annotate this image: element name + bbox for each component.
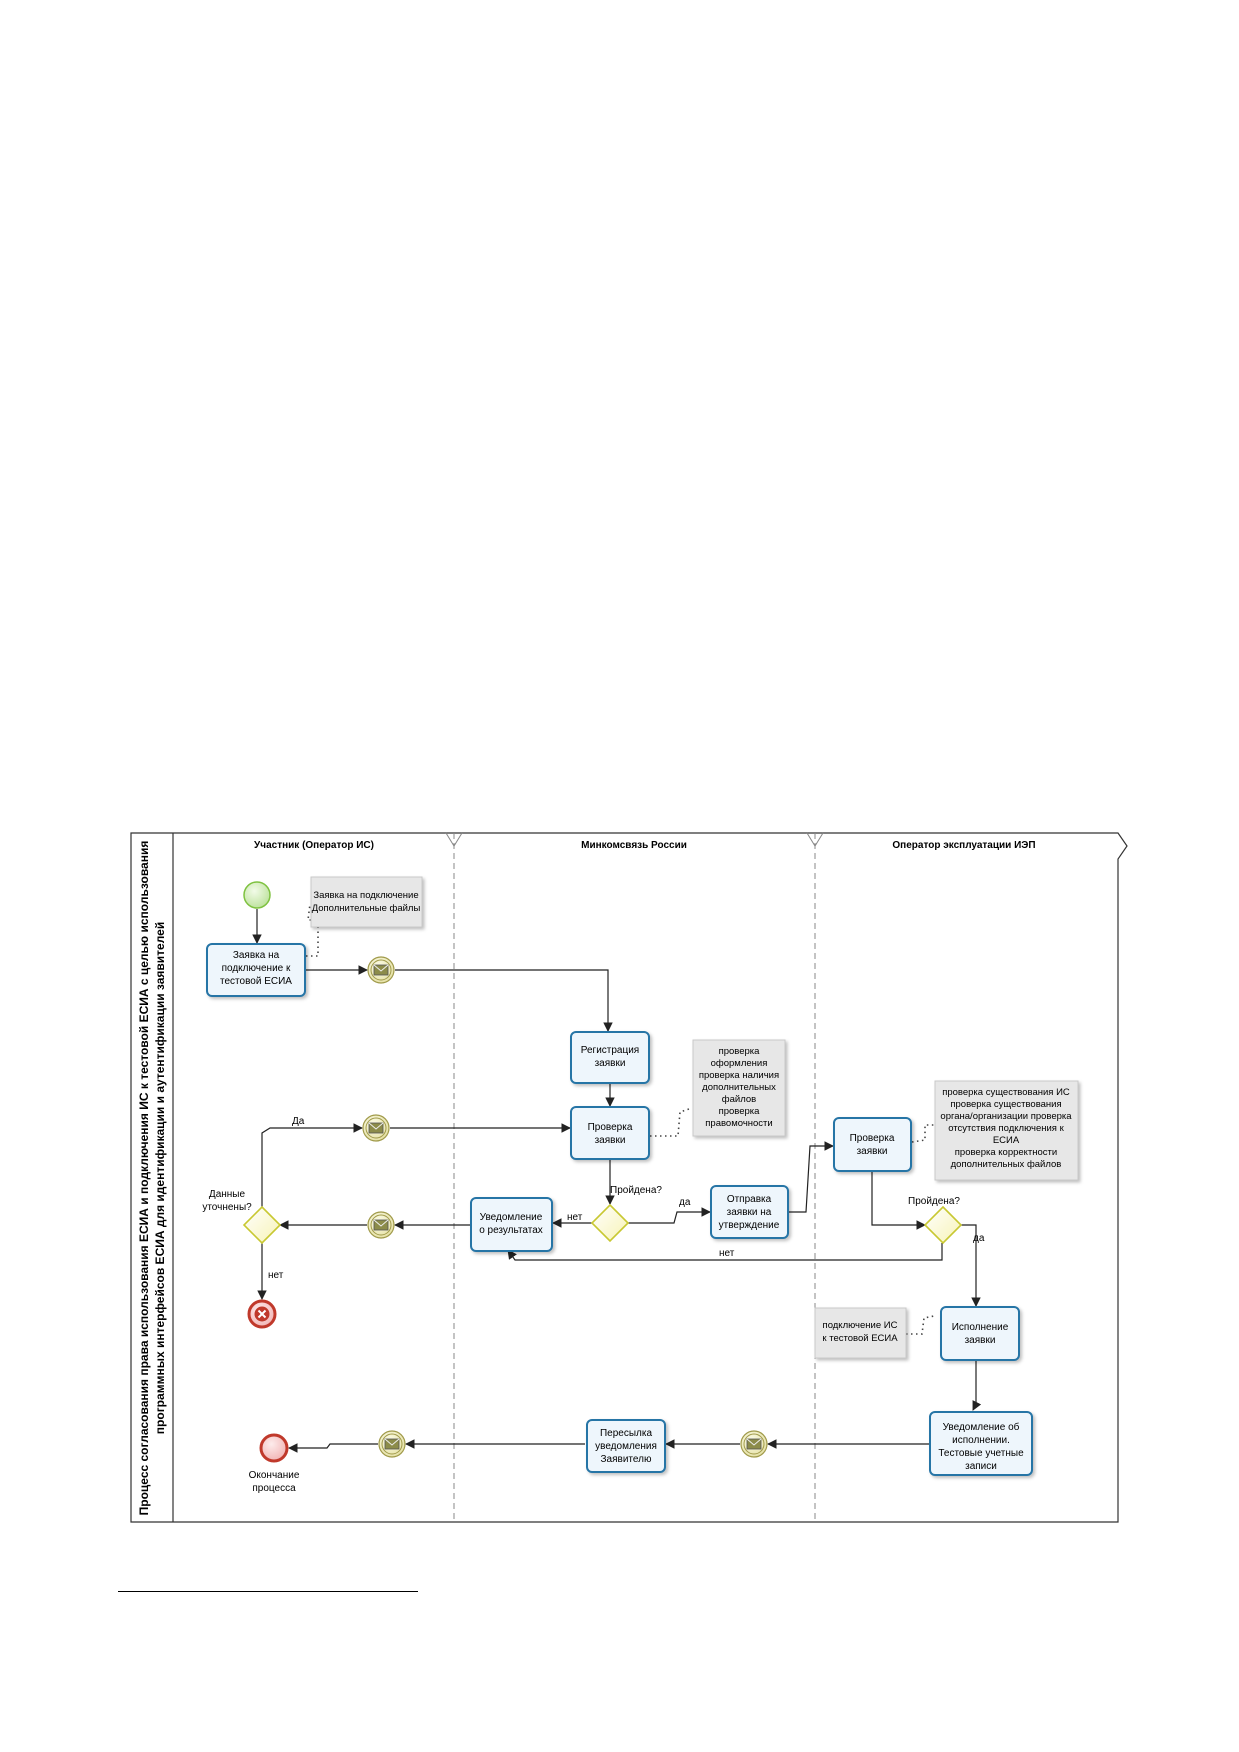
sequence-flows [252, 909, 982, 1453]
svg-text:дополнительных: дополнительных [702, 1082, 776, 1093]
flow-label-no-operator: нет [719, 1248, 735, 1259]
svg-text:дополнительных файлов: дополнительных файлов [951, 1159, 1062, 1170]
svg-text:Уведомление об: Уведомление об [943, 1421, 1020, 1433]
message-event[interactable] [367, 956, 395, 984]
gateway-label-passed-ministry: Пройдена? [610, 1185, 662, 1196]
svg-text:уведомления: уведомления [595, 1441, 657, 1452]
svg-text:ЕСИА: ЕСИА [993, 1135, 1020, 1146]
envelope-icon [373, 1219, 389, 1231]
svg-text:записи: записи [965, 1461, 997, 1472]
task-send-approval[interactable]: Отправка заявки на утверждение [710, 1185, 789, 1239]
svg-text:Проверка: Проверка [588, 1122, 633, 1133]
svg-text:заявки: заявки [595, 1058, 626, 1069]
svg-text:проверка наличия: проверка наличия [699, 1070, 779, 1081]
flow-label-no-ministry: нет [567, 1212, 583, 1223]
pool-title-line-2: программных интерфейсов ЕСИА для идентиф… [153, 922, 167, 1434]
svg-text:Заявка на подключение: Заявка на подключение [313, 890, 418, 901]
message-event[interactable] [367, 1211, 395, 1239]
message-event[interactable] [378, 1430, 406, 1458]
task-forward-notification[interactable]: Пересылка уведомления Заявителю [586, 1419, 666, 1473]
svg-text:Заявка на: Заявка на [233, 950, 280, 961]
gateway-data-clarified[interactable] [242, 1205, 282, 1245]
svg-text:органа/организации проверка: органа/организации проверка [940, 1111, 1072, 1122]
envelope-icon [368, 1122, 384, 1134]
svg-text:Пересылка: Пересылка [600, 1428, 652, 1439]
task-check-request-operator[interactable]: Проверка заявки [833, 1117, 912, 1172]
svg-text:проверка корректности: проверка корректности [955, 1147, 1057, 1158]
task-check-request-ministry[interactable]: Проверка заявки [570, 1106, 650, 1160]
svg-text:оформления: оформления [711, 1058, 768, 1069]
gateway-label-line-1: Данные [209, 1189, 246, 1200]
start-event[interactable] [243, 881, 271, 909]
svg-text:файлов: файлов [722, 1094, 756, 1105]
annotation-request-files: Заявка на подключение Дополнительные фай… [310, 876, 423, 928]
flow-label-yes-operator: да [973, 1233, 985, 1244]
association-line [906, 1315, 935, 1335]
svg-text:правомочности: правомочности [705, 1118, 772, 1129]
task-notify-results[interactable]: Уведомление о результатах [470, 1197, 553, 1252]
flow-label-no-clarified: нет [268, 1270, 284, 1281]
annotation-connect-is: подключение ИС к тестовой ЕСИА [814, 1307, 907, 1359]
annotation-ministry-checks: проверка оформления проверка наличия доп… [692, 1039, 786, 1137]
envelope-icon [384, 1438, 400, 1450]
svg-text:о результатах: о результатах [479, 1225, 543, 1236]
envelope-icon [746, 1438, 762, 1450]
pool-title: Процесс согласования права использования… [137, 841, 167, 1516]
svg-text:отсутствия подключения к: отсутствия подключения к [948, 1123, 1064, 1134]
gateway-label-passed-operator: Пройдена? [908, 1196, 960, 1207]
svg-text:Заявителю: Заявителю [601, 1454, 652, 1465]
task-register-request[interactable]: Регистрация заявки [570, 1031, 650, 1084]
end-event-label-1: Окончание [249, 1470, 300, 1481]
flow-label-yes-clarified: Да [292, 1116, 305, 1127]
end-event-error[interactable] [247, 1299, 277, 1329]
svg-text:проверка: проверка [719, 1106, 761, 1117]
cancel-icon [254, 1306, 270, 1322]
flow-label-yes-ministry: да [679, 1197, 691, 1208]
svg-text:Дополнительные файлы: Дополнительные файлы [312, 903, 421, 914]
svg-text:утверждение: утверждение [719, 1220, 780, 1231]
annotation-operator-checks: проверка существования ИС проверка сущес… [934, 1080, 1079, 1181]
svg-text:заявки на: заявки на [727, 1207, 772, 1218]
svg-text:Отправка: Отправка [727, 1194, 772, 1205]
svg-text:Исполнение: Исполнение [952, 1322, 1009, 1333]
svg-text:подключение к: подключение к [222, 963, 291, 974]
svg-text:проверка существования ИС: проверка существования ИС [942, 1087, 1070, 1098]
pool [130, 832, 1128, 1523]
svg-text:проверка: проверка [719, 1046, 761, 1057]
svg-text:заявки: заявки [965, 1335, 996, 1346]
svg-text:Проверка: Проверка [850, 1133, 895, 1144]
end-event[interactable] [259, 1433, 289, 1463]
end-event-label-2: процесса [252, 1483, 296, 1494]
footnote-separator [118, 1591, 418, 1592]
association-line [650, 1107, 693, 1137]
message-event[interactable] [740, 1430, 768, 1458]
svg-text:проверка существования: проверка существования [950, 1099, 1061, 1110]
svg-text:тестовой ЕСИА: тестовой ЕСИА [220, 976, 292, 987]
lane-title-participant: Участник (Оператор ИС) [254, 840, 374, 851]
message-event[interactable] [362, 1114, 390, 1142]
gateway-passed-ministry[interactable] [590, 1203, 630, 1243]
svg-text:Регистрация: Регистрация [581, 1045, 639, 1056]
svg-text:к тестовой ЕСИА: к тестовой ЕСИА [822, 1333, 898, 1344]
svg-text:Уведомление: Уведомление [480, 1212, 543, 1223]
task-request-connect[interactable]: Заявка на подключение к тестовой ЕСИА [206, 943, 306, 997]
gateway-passed-operator[interactable] [923, 1205, 963, 1245]
gateway-label-line-2: уточнены? [202, 1202, 252, 1213]
lane-title-operator: Оператор эксплуатации ИЭП [892, 840, 1035, 851]
task-execute-request[interactable]: Исполнение заявки [940, 1306, 1020, 1361]
association-line [911, 1124, 935, 1143]
svg-text:подключение ИС: подключение ИС [823, 1320, 898, 1331]
envelope-icon [373, 964, 389, 976]
svg-text:заявки: заявки [857, 1146, 888, 1157]
lane-title-ministry: Минкомсвязь России [581, 840, 687, 851]
svg-text:заявки: заявки [595, 1135, 626, 1146]
task-notify-execution[interactable]: Уведомление об исполнении. Тестовые учет… [929, 1411, 1033, 1476]
svg-text:исполнении.: исполнении. [952, 1435, 1010, 1446]
svg-text:Тестовые учетные: Тестовые учетные [938, 1448, 1024, 1459]
pool-title-line-1: Процесс согласования права использования… [137, 841, 151, 1516]
